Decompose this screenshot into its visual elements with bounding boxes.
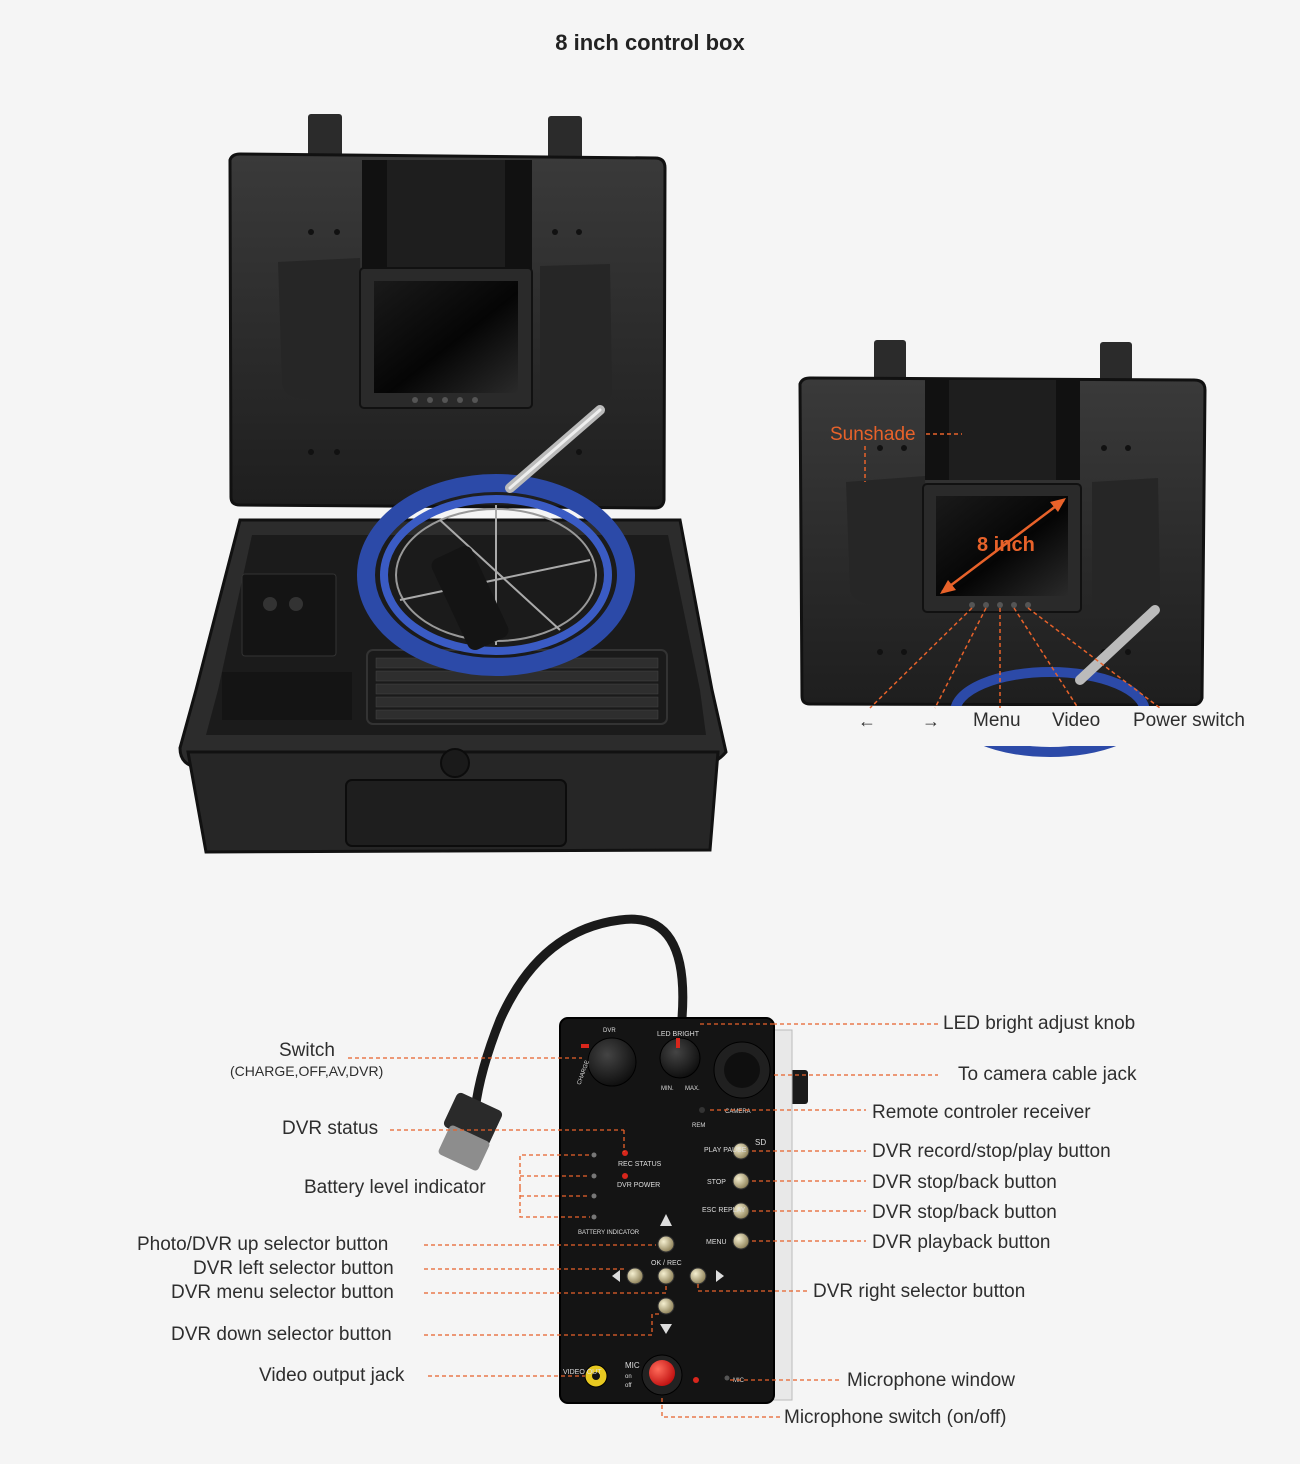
print-play-pause: PLAY PAUSE bbox=[704, 1147, 747, 1154]
left-selector-label: DVR left selector button bbox=[193, 1258, 394, 1279]
control-panel-image: DVR CHARGE LED BRIGHT MIN. MAX. CAMERA R… bbox=[348, 914, 938, 1418]
stop-button-label: DVR stop/back button bbox=[872, 1172, 1057, 1193]
playback-button-label: DVR playback button bbox=[872, 1232, 1051, 1253]
page-title: 8 inch control box bbox=[555, 30, 745, 55]
up-selector-label: Photo/DVR up selector button bbox=[137, 1234, 389, 1255]
print-min: MIN. bbox=[661, 1086, 674, 1092]
remote-receiver-label: Remote controler receiver bbox=[872, 1102, 1091, 1123]
print-dvr-power: DVR POWER bbox=[617, 1182, 660, 1189]
print-camera: CAMERA bbox=[725, 1109, 751, 1115]
print-mic: MIC bbox=[625, 1361, 640, 1370]
record-button-label: DVR record/stop/play button bbox=[872, 1141, 1111, 1162]
print-led-bright: LED BRIGHT bbox=[657, 1031, 700, 1038]
case-handle bbox=[345, 779, 567, 847]
screen-size-label: 8 inch bbox=[977, 534, 1035, 556]
cable-reel bbox=[357, 474, 635, 676]
print-mic-small: MIC bbox=[733, 1378, 745, 1384]
right-selector-label: DVR right selector button bbox=[813, 1281, 1026, 1302]
print-menu: MENU bbox=[706, 1239, 727, 1246]
print-sd: SD bbox=[755, 1138, 766, 1147]
open-case-image bbox=[178, 114, 728, 854]
lid-strap bbox=[362, 160, 532, 270]
right-arrow-label: → bbox=[922, 711, 940, 731]
microphone-switch-label: Microphone switch (on/off) bbox=[784, 1407, 1007, 1428]
down-selector-label: DVR down selector button bbox=[171, 1324, 392, 1345]
small-control-box bbox=[241, 573, 337, 657]
power-switch-label: Power switch bbox=[1133, 710, 1245, 731]
switch-modes-label: (CHARGE,OFF,AV,DVR) bbox=[230, 1063, 384, 1079]
print-dvr: DVR bbox=[603, 1028, 616, 1034]
led-knob-label: LED bright adjust knob bbox=[943, 1013, 1136, 1034]
print-stop: STOP bbox=[707, 1179, 726, 1186]
print-battery-indicator: BATTERY INDICATOR bbox=[578, 1230, 640, 1236]
left-arrow-label: ← bbox=[858, 711, 876, 731]
print-max: MAX. bbox=[685, 1086, 700, 1092]
dvr-status-label: DVR status bbox=[282, 1118, 379, 1139]
stop-back-button-label: DVR stop/back button bbox=[872, 1202, 1057, 1223]
print-on: on bbox=[625, 1374, 632, 1380]
sunshade-label: Sunshade bbox=[830, 424, 916, 445]
print-rem: REM bbox=[692, 1123, 705, 1129]
print-video-out: VIDEO OUT bbox=[563, 1369, 602, 1376]
print-off: off bbox=[625, 1383, 632, 1389]
menu-selector-label: DVR menu selector button bbox=[171, 1282, 394, 1303]
switch-label: Switch bbox=[279, 1040, 335, 1061]
battery-level-label: Battery level indicator bbox=[304, 1177, 486, 1198]
camera-jack-label: To camera cable jack bbox=[958, 1064, 1137, 1085]
print-rec-status: REC STATUS bbox=[618, 1161, 662, 1168]
microphone-window-label: Microphone window bbox=[847, 1370, 1015, 1391]
video-output-label: Video output jack bbox=[259, 1365, 405, 1386]
lid-closeup-image bbox=[790, 340, 1220, 757]
print-esc-replay: ESC REPLAY bbox=[702, 1207, 746, 1214]
menu-label: Menu bbox=[973, 710, 1021, 731]
video-label: Video bbox=[1052, 710, 1101, 731]
print-ok-rec: OK / REC bbox=[651, 1260, 682, 1267]
